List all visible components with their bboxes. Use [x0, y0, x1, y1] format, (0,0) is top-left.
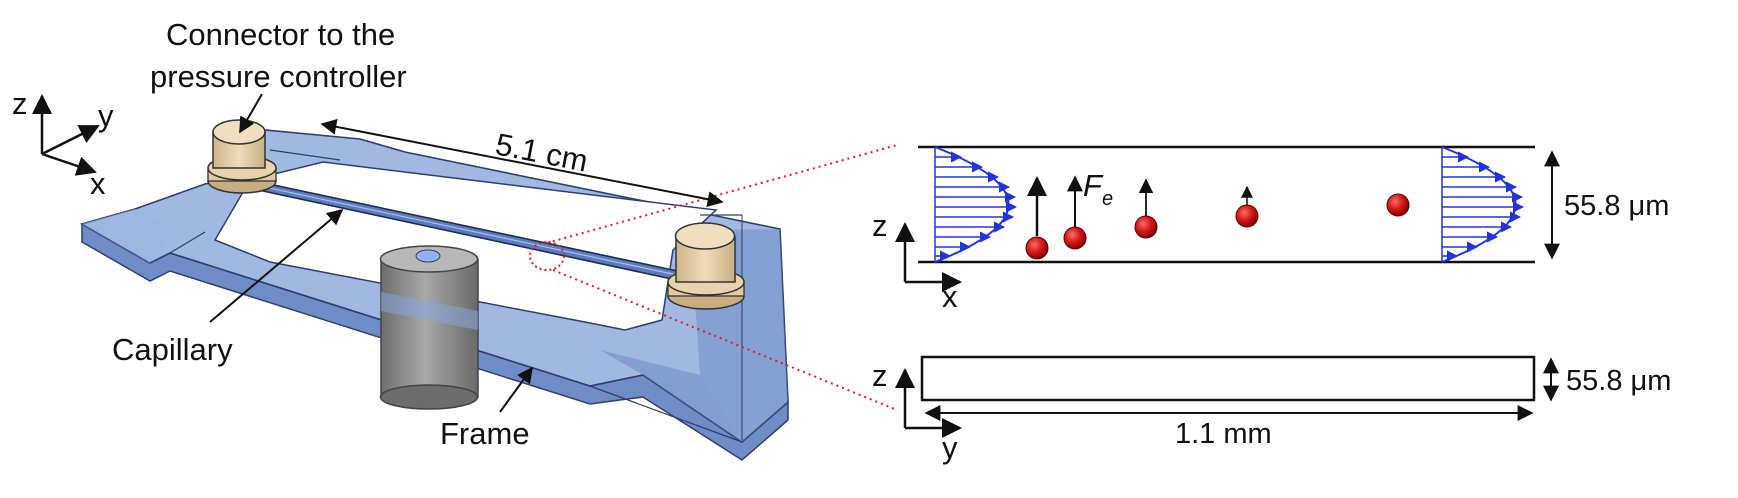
- length-dimension-arrow: [320, 118, 724, 208]
- zoom-line-bottom: [552, 269, 898, 411]
- capillary-leader-line: [209, 208, 344, 323]
- cross-section-width-label: 1.1 mm: [1175, 418, 1272, 450]
- particle-4: [1235, 204, 1259, 228]
- connector-right: [667, 222, 745, 310]
- frame-leader-line: [499, 366, 533, 413]
- side-view-diagram: Fe 55.8 μm z x: [872, 145, 1669, 314]
- connector-leader-line: [239, 93, 263, 134]
- particle-2: [1063, 226, 1087, 250]
- cross-section-rect: [920, 355, 1536, 402]
- length-label: 5.1 cm: [493, 127, 591, 179]
- axis-triad-side: z x: [872, 208, 962, 314]
- axis-label-z: z: [12, 86, 28, 121]
- side-axis-label-x: x: [942, 279, 958, 314]
- side-axis-label-z: z: [872, 208, 888, 243]
- axis-label-x: x: [90, 166, 106, 201]
- setup-illustration: z y x: [12, 17, 898, 461]
- frame-label: Frame: [440, 416, 530, 451]
- cross-axis-label-y: y: [942, 430, 958, 465]
- connector-label-line1: Connector to the: [166, 17, 395, 52]
- velocity-profile-right: [1441, 146, 1525, 263]
- velocity-profile-left: [934, 146, 1018, 263]
- axis-label-y: y: [98, 98, 114, 133]
- side-view-height-label: 55.8 μm: [1564, 190, 1669, 222]
- particle-1: [1025, 236, 1049, 260]
- cross-section-height-label: 55.8 μm: [1566, 365, 1671, 397]
- cross-axis-label-z: z: [872, 358, 888, 393]
- cross-section-diagram: 55.8 μm 1.1 mm z y: [872, 355, 1671, 465]
- particle-5: [1386, 193, 1410, 217]
- connector-left: [207, 119, 277, 194]
- axis-triad-3d: z y x: [12, 86, 114, 201]
- axis-triad-cross: z y: [872, 358, 962, 465]
- particle-3: [1134, 215, 1158, 239]
- capillary-label: Capillary: [112, 332, 233, 367]
- zoom-region-circle: [529, 241, 565, 271]
- particles: [1025, 175, 1410, 260]
- force-label: Fe: [1083, 168, 1113, 210]
- objective-cylinder: [379, 245, 479, 410]
- connector-label-line2: pressure controller: [150, 59, 407, 94]
